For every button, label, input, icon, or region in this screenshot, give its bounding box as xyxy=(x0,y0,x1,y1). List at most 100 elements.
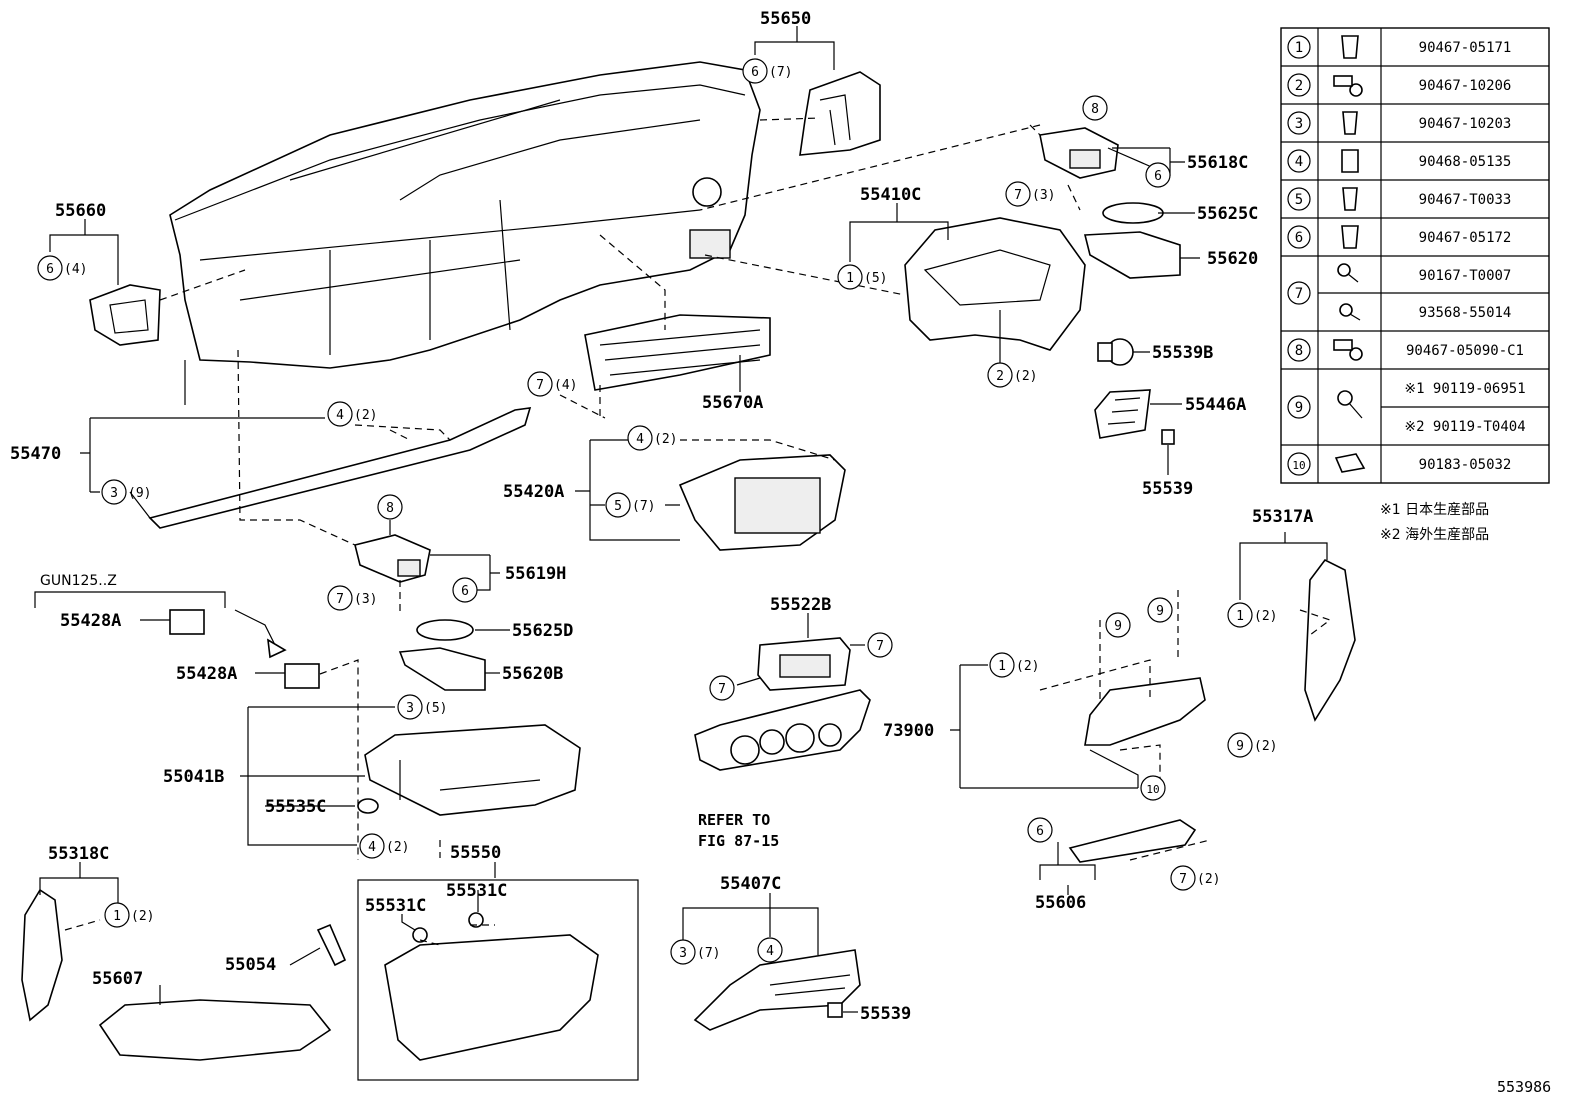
label-55620: 55620 xyxy=(1207,249,1258,269)
note-japan-made: ※1 日本生産部品 xyxy=(1380,502,1489,518)
callout-3-5: 3 (5) xyxy=(397,694,447,720)
svg-text:(2): (2) xyxy=(386,840,409,855)
label-73900: 73900 xyxy=(883,721,934,741)
table-row: 6 90467-05172 xyxy=(1287,225,1512,249)
callout-1-2-c: 1 (2) xyxy=(104,902,154,928)
glove-door-55550 xyxy=(384,934,599,1061)
svg-text:90167-T0007: 90167-T0007 xyxy=(1419,268,1512,284)
svg-text:9: 9 xyxy=(1236,739,1244,754)
instrument-panel-drawing xyxy=(169,61,761,405)
vent-55428A-upper xyxy=(169,609,205,635)
svg-text:93568-55014: 93568-55014 xyxy=(1419,305,1512,321)
door-group-frame-55550 xyxy=(357,879,639,1081)
svg-text:(3): (3) xyxy=(354,592,377,607)
svg-text:10: 10 xyxy=(1146,783,1159,796)
label-55428A-lower: 55428A xyxy=(176,664,237,684)
svg-text:(5): (5) xyxy=(864,271,887,286)
switch-55539a xyxy=(1161,429,1175,445)
svg-text:2: 2 xyxy=(996,369,1004,384)
ac-control-panel xyxy=(694,689,871,771)
knee-airbag-73900 xyxy=(1084,677,1206,746)
table-row: 7 90167-T0007 93568-55014 xyxy=(1287,263,1512,321)
label-55607: 55607 xyxy=(92,969,143,989)
clip-icon xyxy=(1341,35,1359,59)
svg-text:(4): (4) xyxy=(64,262,87,277)
side-panel-55317A xyxy=(1304,558,1356,722)
svg-text:(2): (2) xyxy=(1014,369,1037,384)
label-55550: 55550 xyxy=(450,843,501,863)
label-55539-upper: 55539 xyxy=(1142,479,1193,499)
label-55620B: 55620B xyxy=(502,664,563,684)
svg-text:(7): (7) xyxy=(697,946,720,961)
callout-1-2-a: 1 (2) xyxy=(989,652,1039,678)
svg-text:6: 6 xyxy=(1154,169,1162,184)
label-55522B: 55522B xyxy=(770,595,831,615)
label-fig-87-15: FIG 87-15 xyxy=(698,832,779,850)
callout-6-d: 6 xyxy=(452,577,478,603)
svg-text:9: 9 xyxy=(1114,619,1122,634)
svg-text:1: 1 xyxy=(998,659,1006,674)
label-55446A: 55446A xyxy=(1185,395,1246,415)
label-55410C: 55410C xyxy=(860,185,921,205)
side-panel-55318C xyxy=(21,888,63,1022)
label-55041B: 55041B xyxy=(163,767,224,787)
svg-text:5: 5 xyxy=(1295,192,1303,208)
label-55428A-upper: 55428A xyxy=(60,611,121,631)
label-55407C: 55407C xyxy=(720,874,781,894)
callout-7-e: 7 xyxy=(709,675,735,701)
svg-text:(2): (2) xyxy=(1197,872,1220,887)
label-55618C: 55618C xyxy=(1187,153,1248,173)
svg-text:6: 6 xyxy=(1036,824,1044,839)
svg-text:8: 8 xyxy=(1295,343,1303,359)
svg-text:6: 6 xyxy=(1295,230,1303,246)
svg-text:3: 3 xyxy=(679,946,687,961)
callout-9-2: 9 (2) xyxy=(1227,732,1277,758)
svg-text:90467-10206: 90467-10206 xyxy=(1419,78,1512,94)
svg-text:7: 7 xyxy=(876,639,884,654)
svg-text:7: 7 xyxy=(1295,286,1303,302)
svg-text:90468-05135: 90468-05135 xyxy=(1419,154,1512,170)
callout-4-d: 4 xyxy=(757,937,783,963)
clip-icon xyxy=(1342,111,1358,135)
svg-text:6: 6 xyxy=(46,262,54,277)
svg-text:7: 7 xyxy=(536,378,544,393)
svg-text:(2): (2) xyxy=(654,432,677,447)
svg-text:5: 5 xyxy=(614,499,622,514)
svg-text:※2 90119-T0404: ※2 90119-T0404 xyxy=(1404,419,1525,435)
svg-text:1: 1 xyxy=(113,909,121,924)
callout-8-b: 8 xyxy=(377,494,403,520)
svg-text:7: 7 xyxy=(1014,188,1022,203)
label-refer-to: REFER TO xyxy=(698,811,770,829)
label-55470: 55470 xyxy=(10,444,61,464)
svg-text:3: 3 xyxy=(1295,116,1303,132)
note-overseas-made: ※2 海外生産部品 xyxy=(1380,527,1489,543)
svg-text:4: 4 xyxy=(636,432,644,447)
label-55650: 55650 xyxy=(760,9,811,29)
svg-text:3: 3 xyxy=(110,486,118,501)
vent-55428A-lower xyxy=(284,663,320,689)
label-55535C: 55535C xyxy=(265,797,326,817)
table-row: 2 90467-10206 xyxy=(1287,73,1512,97)
clip-icon xyxy=(1342,187,1358,211)
table-row: 8 90467-05090-C1 xyxy=(1287,338,1524,362)
svg-text:90467-05172: 90467-05172 xyxy=(1419,230,1512,246)
figure-number: 553986 xyxy=(1497,1078,1551,1096)
callout-6-c: 6 xyxy=(1145,162,1171,188)
box-55620B xyxy=(398,647,486,691)
box-55620 xyxy=(1083,231,1181,279)
side-register-55650 xyxy=(799,71,881,156)
label-55317A: 55317A xyxy=(1252,507,1313,527)
screw-icon xyxy=(1337,263,1351,277)
switch-55539b xyxy=(827,1002,843,1018)
svg-text:90467-05171: 90467-05171 xyxy=(1419,40,1512,56)
svg-text:9: 9 xyxy=(1156,604,1164,619)
callouts: 6 (7) 6 (4) 8 6 7 (3) 1 (5) 2 (2) 7 (4) xyxy=(37,58,1277,965)
svg-text:1: 1 xyxy=(1236,609,1244,624)
label-55606: 55606 xyxy=(1035,893,1086,913)
callout-1-2-b: 1 (2) xyxy=(1227,602,1277,628)
callout-7-3-b: 7 (3) xyxy=(327,585,377,611)
svg-text:(4): (4) xyxy=(554,378,577,393)
svg-text:9: 9 xyxy=(1295,400,1303,416)
